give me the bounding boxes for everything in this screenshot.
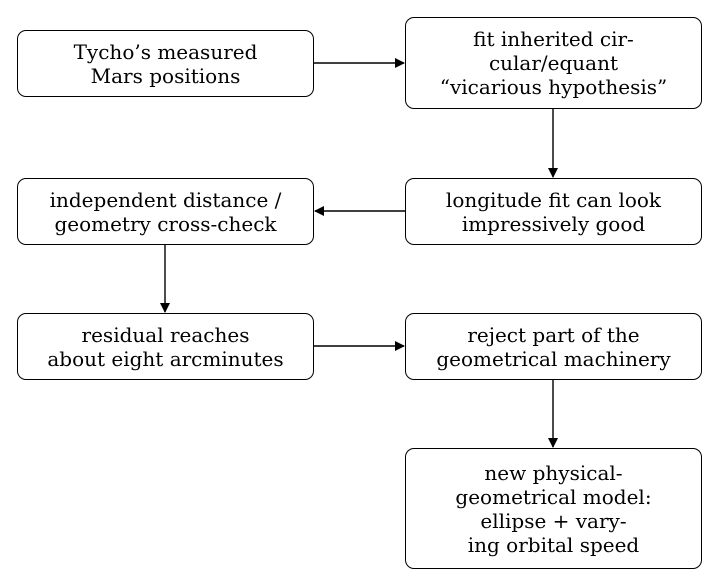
- node-cross-check: independent distance / geometry cross-ch…: [17, 178, 314, 245]
- node-new-model: new physical- geometrical model: ellipse…: [405, 448, 702, 569]
- node-text-line: Tycho’s measured: [73, 39, 258, 64]
- node-longitude-fit: longitude fit can look impressively good: [405, 178, 702, 245]
- node-text-line: new physical-: [484, 460, 623, 485]
- node-text-line: ellipse + vary-: [480, 508, 627, 533]
- node-text-line: ing orbital speed: [467, 532, 640, 557]
- node-residual: residual reaches about eight arcminutes: [17, 313, 314, 380]
- node-text-line: geometry cross-check: [54, 211, 277, 236]
- node-tycho-positions: Tycho’s measured Mars positions: [17, 30, 314, 97]
- node-text-line: Mars positions: [90, 63, 241, 88]
- node-text-line: geometrical machinery: [436, 346, 671, 371]
- node-text-line: fit inherited cir-: [473, 27, 634, 51]
- node-text-line: residual reaches: [81, 322, 250, 347]
- node-text-line: longitude fit can look: [445, 187, 662, 212]
- node-text-line: “vicarious hypothesis”: [439, 75, 668, 99]
- node-text-line: geometrical model:: [455, 484, 652, 509]
- node-text-line: reject part of the: [467, 322, 640, 347]
- node-fit-hypothesis: fit inherited cir- cular/equant “vicario…: [405, 17, 702, 109]
- node-reject-machinery: reject part of the geometrical machinery: [405, 313, 702, 380]
- node-text-line: independent distance /: [49, 187, 282, 212]
- node-text-line: cular/equant: [488, 51, 619, 75]
- node-text-line: impressively good: [461, 211, 646, 236]
- node-text-line: about eight arcminutes: [47, 346, 284, 371]
